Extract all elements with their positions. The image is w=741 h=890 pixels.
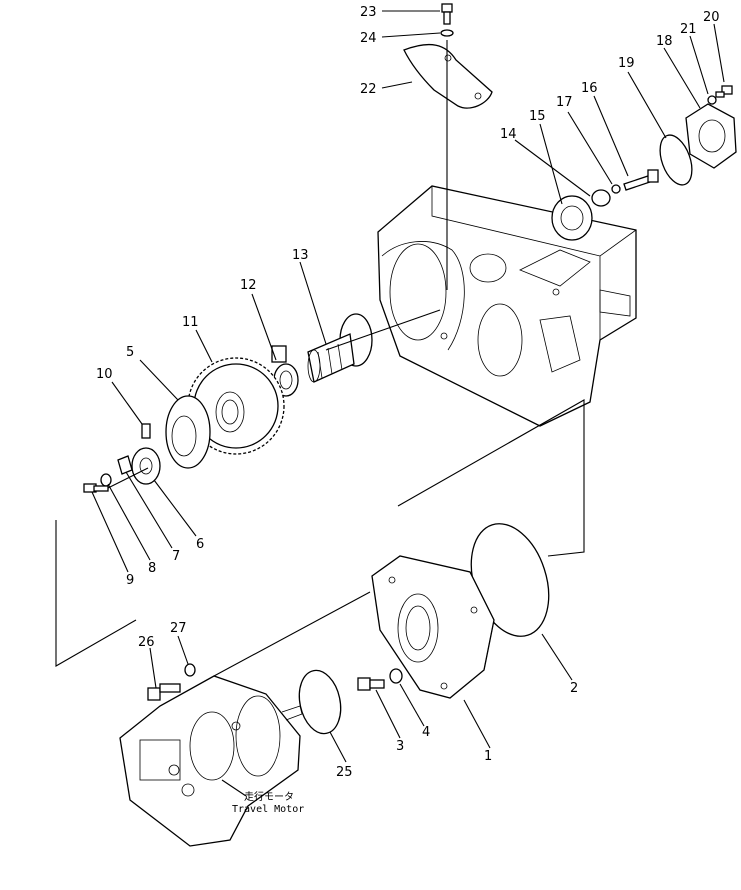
callout-7: 7 [172, 549, 180, 564]
callout-27: 27 [170, 621, 187, 636]
bolt-10 [141, 423, 151, 439]
washer-4 [389, 668, 403, 684]
bolt-20 [715, 85, 733, 98]
lock-plate-7 [117, 455, 133, 475]
washer-15 [591, 189, 611, 207]
caption-travel-motor-jp: 走行モータ [244, 790, 294, 803]
callout-1: 1 [484, 749, 492, 764]
callout-10: 10 [96, 367, 113, 382]
bolt-23 [441, 3, 453, 25]
callout-24: 24 [360, 31, 377, 46]
cover-1 [371, 555, 495, 699]
bearing-5 [165, 395, 211, 469]
bolt-3 [357, 677, 385, 691]
callout-9: 9 [126, 573, 134, 588]
callout-17: 17 [556, 95, 573, 110]
callout-18: 18 [656, 34, 673, 49]
callout-11: 11 [182, 315, 199, 330]
washer-17 [611, 184, 621, 194]
caption-travel-motor-en: Travel Motor [232, 804, 304, 815]
guide-line-left [55, 520, 137, 667]
callout-22: 22 [360, 82, 377, 97]
bolt-9 [83, 483, 109, 493]
callout-3: 3 [396, 739, 404, 754]
callout-25: 25 [336, 765, 353, 780]
callout-6: 6 [196, 537, 204, 552]
bolt-26 [147, 683, 181, 701]
gear-11 [187, 357, 285, 455]
callout-15: 15 [529, 109, 546, 124]
callout-5: 5 [126, 345, 134, 360]
guide-line-motor [213, 591, 371, 677]
callout-12: 12 [240, 278, 257, 293]
o-ring-25 [298, 669, 342, 735]
callout-13: 13 [292, 248, 309, 263]
callout-23: 23 [360, 5, 377, 20]
travel-motor [119, 675, 303, 847]
plate-6 [131, 447, 161, 485]
callout-8: 8 [148, 561, 156, 576]
bearing-14 [551, 195, 593, 241]
guide-line-housing [397, 399, 585, 557]
callout-26: 26 [138, 635, 155, 650]
o-ring-19 [659, 134, 693, 186]
callout-20: 20 [703, 10, 720, 25]
bolt-16 [623, 169, 659, 191]
washer-21 [707, 95, 717, 105]
callout-2: 2 [570, 681, 578, 696]
callout-16: 16 [581, 81, 598, 96]
callout-19: 19 [618, 56, 635, 71]
cover-plate-22 [403, 43, 493, 109]
callout-4: 4 [422, 725, 430, 740]
washer-8 [100, 473, 112, 487]
washer-27 [184, 663, 196, 677]
leader-lines [91, 10, 725, 797]
gear-case-housing [377, 185, 637, 427]
cover-18 [685, 103, 737, 169]
callout-21: 21 [680, 22, 697, 37]
callout-14: 14 [500, 127, 517, 142]
pinion-shaft-13 [307, 313, 373, 383]
centerline-13 [325, 309, 441, 351]
washer-24 [440, 29, 454, 37]
guide-line-bolt9 [107, 467, 149, 489]
